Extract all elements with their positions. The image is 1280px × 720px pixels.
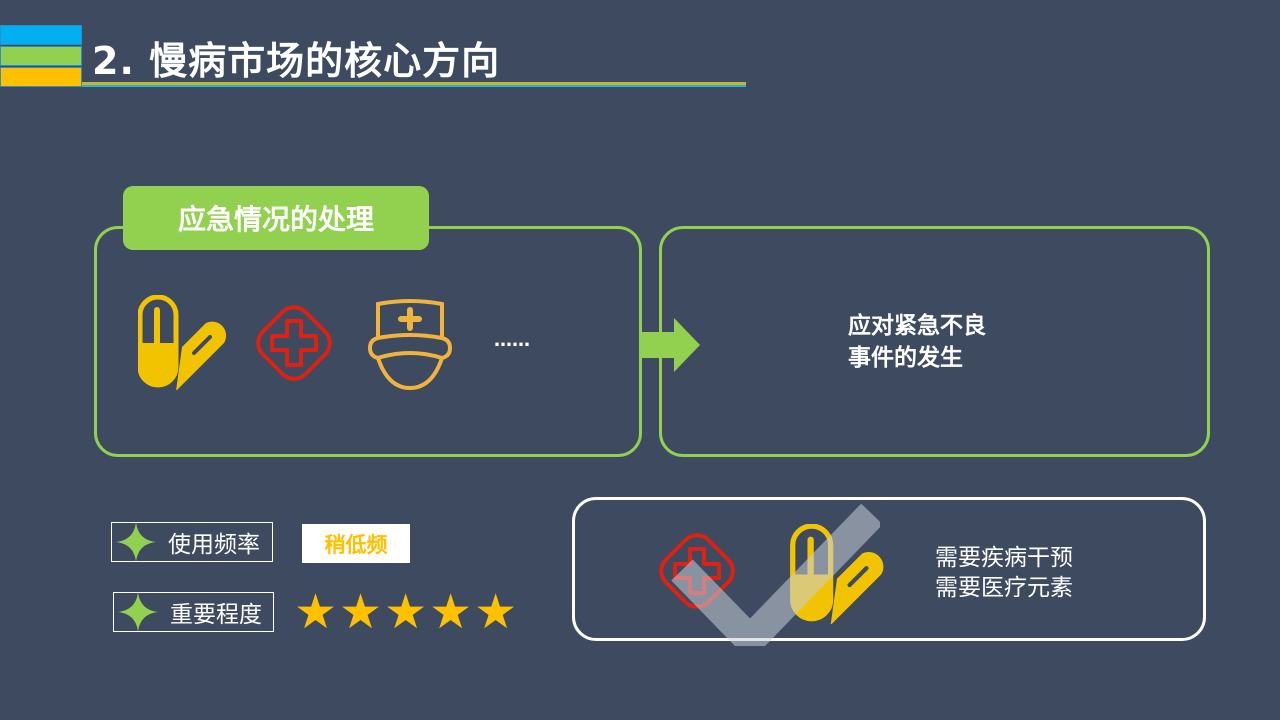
summary-line-1: 需要疾病干预 [935, 545, 1073, 571]
accent-bar-yellow [0, 67, 82, 87]
medical-cross-icon [247, 296, 341, 390]
summary-box [572, 497, 1206, 641]
slide-title: 2. 慢病市场的核心方向 [92, 39, 501, 83]
star-icon: ★ [429, 584, 473, 640]
star-icon: ★ [294, 584, 338, 640]
checkmark-icon [671, 503, 880, 646]
importance-label-text: 重要程度 [170, 602, 262, 628]
result-line-1: 应对紧急不良 [848, 313, 986, 339]
star-icon: ★ [339, 584, 383, 640]
result-line-2: 事件的发生 [848, 345, 963, 371]
frequency-value: 稍低频 [302, 524, 410, 563]
pill-icon [138, 295, 228, 390]
summary-text: 需要疾病干预 需要医疗元素 [935, 543, 1073, 603]
frequency-label: 使用频率 [111, 522, 273, 562]
accent-bar-green [0, 46, 82, 66]
nurse-icon [368, 296, 452, 390]
result-text: 应对紧急不良 事件的发生 [848, 310, 986, 374]
title-underline-accent [82, 85, 746, 87]
accent-bar-blue [0, 25, 82, 45]
frequency-label-text: 使用频率 [168, 532, 260, 558]
result-box [659, 226, 1210, 457]
title-underline [82, 82, 746, 85]
importance-rating: ★ ★ ★ ★ ★ [294, 586, 517, 638]
star-icon: ★ [474, 584, 518, 640]
ellipsis: …… [494, 330, 530, 351]
summary-line-2: 需要医疗元素 [935, 575, 1073, 601]
importance-label: 重要程度 [113, 592, 274, 632]
sparkle-icon [118, 592, 158, 632]
star-icon: ★ [384, 584, 428, 640]
arrow-right-icon [642, 318, 700, 372]
sparkle-icon [116, 522, 156, 562]
scenario-tag: 应急情况的处理 [123, 186, 429, 250]
